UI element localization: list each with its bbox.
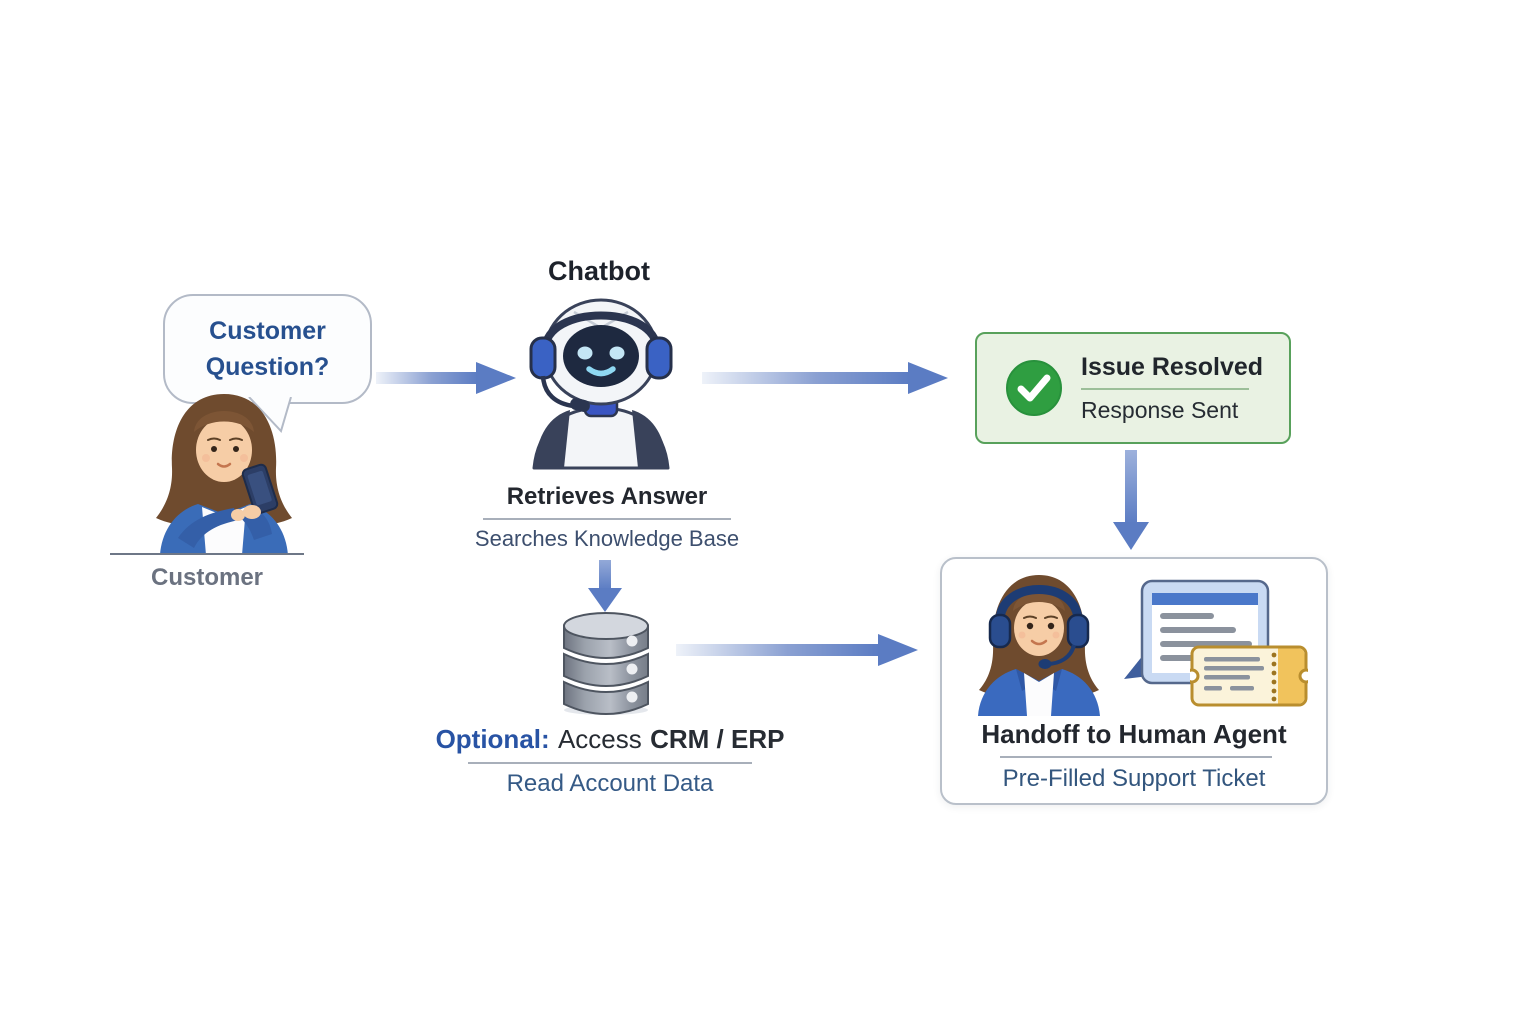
crm-heading-access: Access (557, 724, 642, 754)
read-account-subheading: Read Account Data (506, 770, 714, 797)
response-sent-subtitle: Response Sent (1081, 396, 1239, 423)
arrow-down-icon (588, 560, 622, 612)
crm-heading: Optional:Access CRM / ERP (430, 724, 790, 755)
customer-label: Customer (150, 564, 264, 591)
issue-resolved-card: Issue Resolved Response Sent (975, 332, 1291, 444)
retrieves-answer-heading: Retrieves Answer (506, 483, 708, 510)
crm-heading-optional: Optional: (435, 724, 550, 754)
customer-illustration (156, 394, 292, 555)
speech-bubble-tail-icon (248, 397, 292, 433)
arrow-right-icon (702, 362, 948, 394)
handoff-title: Handoff to Human Agent (981, 719, 1287, 749)
customer-baseline (110, 553, 304, 555)
arrow-right-icon (376, 362, 516, 394)
robot-icon (529, 298, 673, 470)
crm-divider (468, 762, 752, 764)
arrow-right-icon (676, 634, 918, 666)
speech-bubble-text: Customer Question? (205, 316, 330, 381)
chatbot-title: Chatbot (548, 256, 650, 286)
ticket-icon (1190, 645, 1308, 707)
searches-kb-subheading: Searches Knowledge Base (474, 526, 740, 551)
database-icon (563, 612, 649, 715)
chatbot-divider (483, 518, 731, 520)
speech-bubble: Customer Question? (163, 294, 372, 404)
arrow-down-icon (1113, 450, 1149, 550)
issue-resolved-title: Issue Resolved (1081, 352, 1264, 381)
agent-illustration (978, 575, 1100, 716)
crm-heading-systems: CRM / ERP (650, 724, 785, 754)
resolved-divider (1081, 387, 1249, 390)
handoff-card: Handoff to Human Agent Pre-Filled Suppor… (940, 557, 1328, 805)
check-icon (1006, 360, 1062, 416)
handoff-divider (1000, 756, 1272, 758)
handoff-subtitle: Pre-Filled Support Ticket (1002, 765, 1266, 792)
